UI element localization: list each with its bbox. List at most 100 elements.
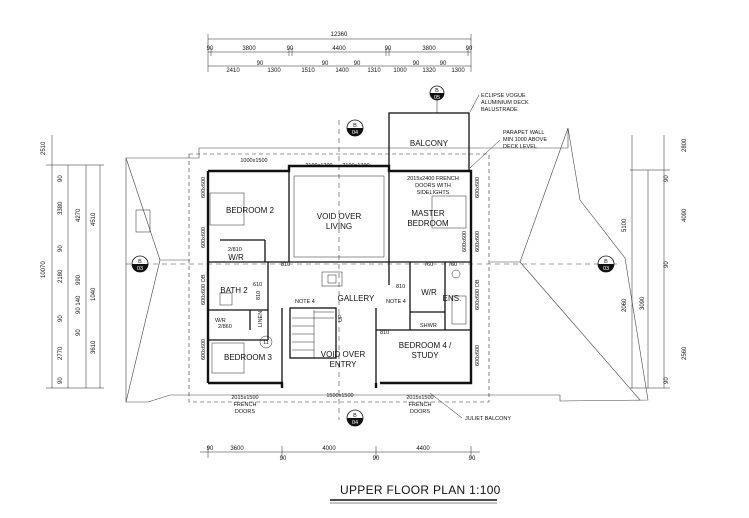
void-openings [293,175,385,287]
bottom-dim-3: 90 [280,456,287,462]
right-dim-a3: 4090 [682,208,688,222]
linen-label: LINEN [258,311,264,327]
left-dim-b7: 3610 [91,340,97,354]
bed4-french-3: DOORS [410,409,431,415]
room-gallery: GALLERY [338,294,375,303]
right-dim-a7: 90 [664,377,670,384]
top-dim-6: 3800 [422,46,436,52]
window-600-e: 600x600 [475,231,481,252]
note-parapet-3: DECK LEVEL [503,144,537,150]
left-dim-2510: 2510 [41,141,47,155]
bottom-dim-1: 90 [207,446,214,452]
room-labels: BEDROOM 2 VOID OVER LIVING MASTER BEDROO… [215,206,461,369]
note-parapet-1: PARAPET WALL [503,130,544,136]
balcony: BALCONY [388,112,470,172]
note-eclipse-3: BALUSTRADE [481,107,518,113]
section-top-number: 04 [352,130,358,136]
stair-number: 11 [263,340,269,346]
left-dim-a3: 90 [58,245,64,252]
door-810-c: 810 [380,330,389,336]
bed3-french-2: FRENCH [234,402,257,408]
top-dim2-2: 90 [257,61,264,67]
top-dim-2: 3800 [242,46,256,52]
door-810-d: 810 [256,291,262,300]
window-1500x1500: 1500x1500 [326,393,353,399]
window-600-ob-a: 600x600 OB [201,274,207,305]
top-dim2-8: 1310 [367,68,381,74]
opening-labels: 1000x1500 2100x1200 2100x1200 2015x2400 … [201,158,481,415]
section-marker-bottom: B 04 [346,409,364,427]
bottom-dim-5: 90 [373,456,380,462]
room-master-2: BEDROOM [407,219,449,228]
window-600-a: 600x600 [201,177,207,198]
bottom-dim-2: 3600 [230,446,244,452]
section-left-number: 03 [137,266,143,272]
left-dim-a4: 2180 [58,269,64,283]
window-600-g: 600x600 [462,231,468,252]
top-dim2-1: 2410 [226,68,240,74]
section-top-letter: B [353,123,357,129]
room-void-living-1: VOID OVER [317,212,362,221]
top-dim-1: 90 [207,46,214,52]
top-dim2-11: 1320 [422,68,436,74]
left-dim-a5: 90 [58,315,64,322]
note-4-b: NOTE 4 [386,299,406,305]
door-2-810: 2/810 [228,247,242,253]
note-eclipse-2: ALUMINIUM DECK [481,100,529,106]
window-600-ob-b: 600x600 OB [475,279,481,310]
section-markers: B 04 B 05 B 03 B 03 B 04 [131,85,615,427]
note-4-a: NOTE 4 [295,299,315,305]
left-dim-b4: 1040 [91,287,97,301]
section-left-letter: B [138,259,142,265]
left-dim-b6: 90 [76,329,82,336]
left-dim-a2: 3380 [58,201,64,215]
plan-title: UPPER FLOOR PLAN 1:100 [340,483,501,497]
master-french-doors-1: 2015x2400 FRENCH [407,176,459,182]
top-dim2-4: 1510 [301,68,315,74]
room-bedroom-4-2: STUDY [411,351,439,360]
room-wr-1: W/R [228,253,244,262]
right-dim-a1: 2800 [682,138,688,152]
section-balc-number: 05 [434,95,440,101]
room-void-living-2: LIVING [326,222,352,231]
room-bedroom-3: BEDROOM 3 [224,353,273,362]
window-600-c: 600x600 [201,339,207,360]
section-marker-left: B 03 [131,255,149,273]
stair-up-label: UP [338,314,344,322]
top-dim2-3: 1300 [267,68,281,74]
window-600-d: 600x600 [475,177,481,198]
room-master-1: MASTER [411,209,445,218]
left-dim-overall: 10070 [41,261,47,278]
section-right-letter: B [604,259,608,265]
section-bottom-letter: B [353,413,357,419]
room-bedroom-2: BEDROOM 2 [226,206,275,215]
bed4-french-1: 2015x1500 [406,395,433,401]
right-dim-a4: 90 [664,261,670,268]
overall-width-dim: 12360 [331,32,348,38]
door-610: 610 [253,282,262,288]
bottom-dim-6: 4400 [416,446,430,452]
furniture [209,192,467,374]
top-dim-3: 90 [287,46,294,52]
bed3-french-3: DOORS [235,409,256,415]
left-dim-a6: 2770 [58,346,64,360]
bottom-dim-7: 90 [469,456,476,462]
section-right-number: 03 [603,266,609,272]
left-dim-b1: 4270 [76,208,82,222]
window-600-f: 600x600 [475,345,481,366]
bottom-dimension-lines: 90 3600 90 4000 90 4400 90 [200,446,480,462]
master-french-doors-2: DOORS WITH [415,183,451,189]
left-dim-a7: 90 [58,377,64,384]
left-dim-b5: 90 140 [76,295,82,314]
top-dim2-13: 1300 [451,68,465,74]
room-ens: ENS. [443,294,462,303]
room-void-entry-2: ENTRY [330,360,358,369]
left-dimension-lines: 2510 10070 90 3380 90 2180 90 2770 90 42… [41,135,104,389]
door-810-b: 810 [396,284,405,290]
room-void-entry-1: VOID OVER [321,350,366,359]
right-dim-a6: 2560 [682,346,688,360]
left-dim-a1: 90 [58,175,64,182]
interior-walls [208,171,471,383]
top-dim2-7: 90 [354,61,361,67]
top-dim-7: 90 [466,46,473,52]
